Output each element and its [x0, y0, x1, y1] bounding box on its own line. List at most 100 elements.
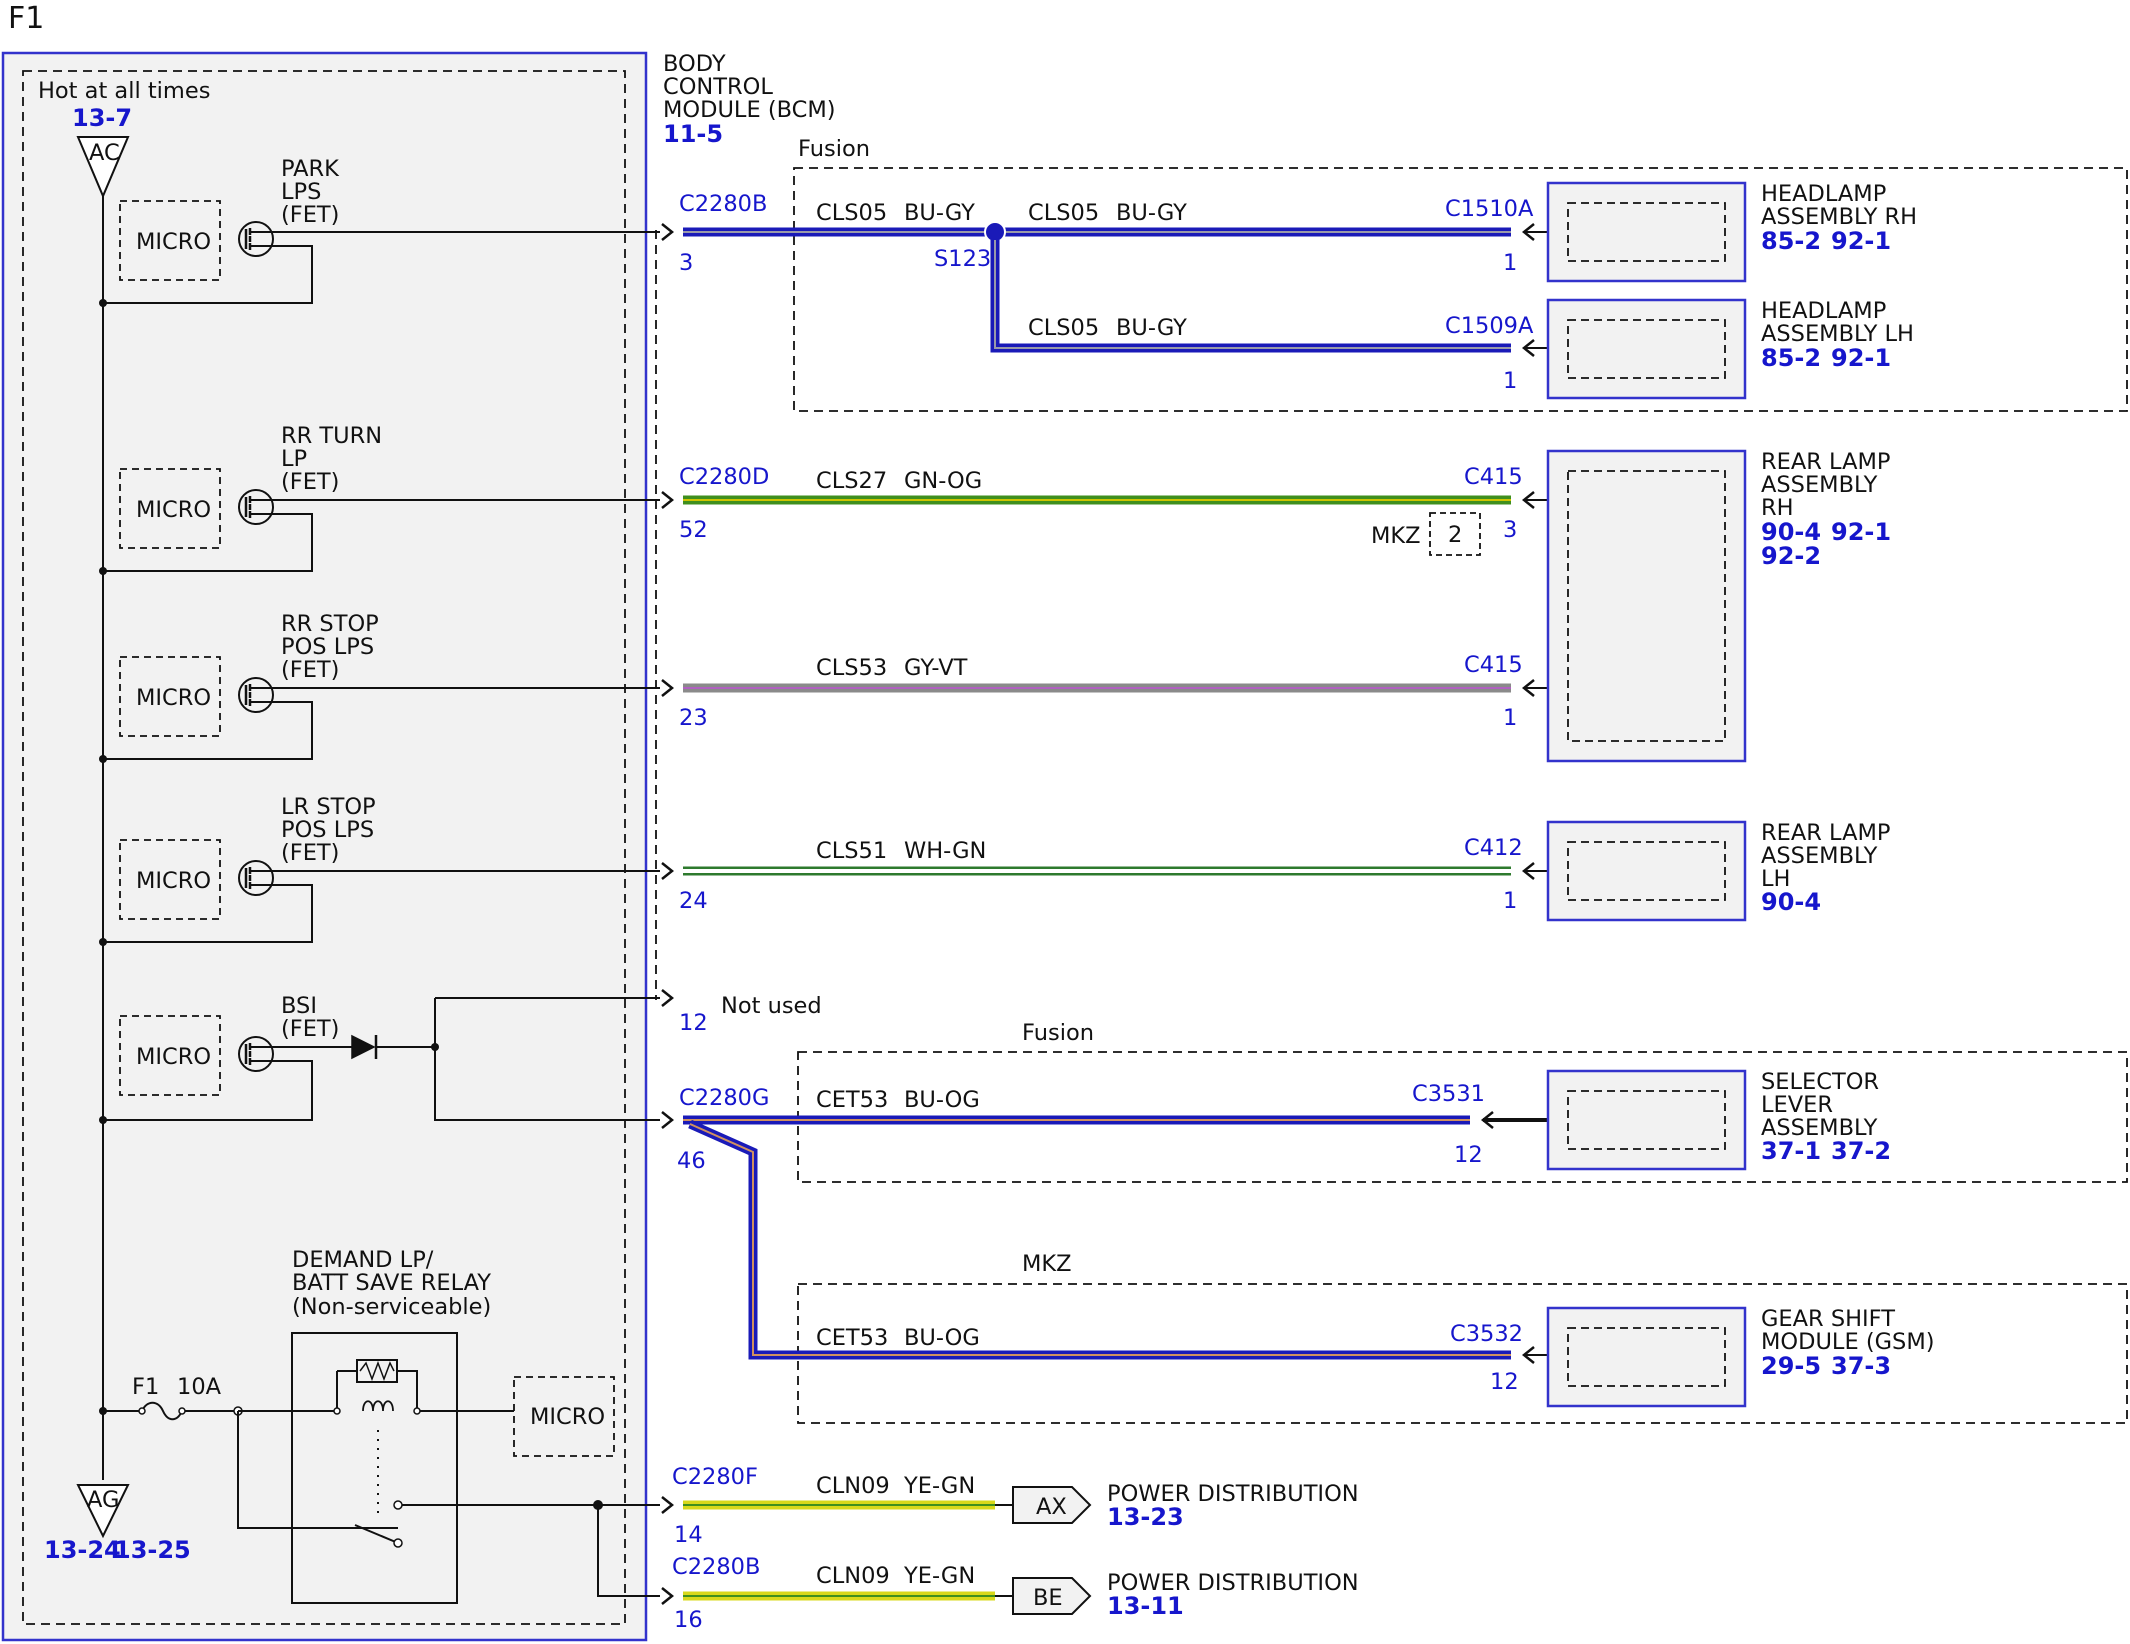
micro-box — [119, 468, 221, 549]
component-headlamp-rh: HEADLAMP ASSEMBLY RH 85-2 92-1 — [1546, 181, 1917, 283]
component-label-line1: HEADLAMP — [1761, 298, 1886, 324]
driver-rr-turn-lp: MICRO RR TURN LP (FET) — [99, 423, 660, 575]
driver-label-line3: (FET) — [281, 840, 339, 866]
ax-tag-label: AX — [1036, 1494, 1067, 1520]
driver-label-line2: LPS — [281, 179, 321, 205]
relay-node — [333, 1407, 341, 1415]
bcm-connector: C2280G — [679, 1085, 769, 1111]
component-label-line3: LH — [1761, 866, 1790, 892]
connector-arrow-in — [660, 1495, 674, 1515]
component-ref: 92-1 — [1831, 344, 1891, 372]
hot-at-all-times-label: Hot at all times — [38, 78, 210, 104]
bcm-pin: 14 — [674, 1522, 703, 1548]
component-label-line2: ASSEMBLY — [1761, 472, 1878, 498]
diode-junction — [431, 1043, 439, 1051]
circuit-label: CLS27 — [816, 468, 887, 494]
bcm-pin: 12 — [679, 1010, 708, 1036]
component-inner-box — [1567, 1090, 1726, 1150]
component-label-line1: HEADLAMP — [1761, 181, 1886, 207]
component-label-line1: SELECTOR — [1761, 1069, 1879, 1095]
bcm-connector: C2280F — [672, 1464, 758, 1490]
bcm-module-box — [1, 51, 648, 1642]
micro-label: MICRO — [136, 1044, 211, 1070]
connector-arrow-in — [660, 490, 674, 510]
micro-label: MICRO — [136, 497, 211, 523]
bcm-connector: C2280B — [679, 191, 767, 217]
wire-cls53: 23 CLS53 GY-VT C415 1 — [660, 652, 1568, 731]
hot-ref: 13-7 — [72, 104, 132, 132]
ac-symbol-label: AC — [89, 140, 120, 166]
wire-line — [688, 1119, 1511, 1360]
component-label-line1: GEAR SHIFT — [1761, 1306, 1895, 1332]
component-box — [1546, 449, 1747, 763]
component-box — [1546, 298, 1747, 400]
bus-junction — [99, 299, 107, 307]
bus-junction — [99, 938, 107, 946]
component-inner-box — [1567, 470, 1726, 742]
component-label-line1: REAR LAMP — [1761, 449, 1890, 475]
power-distribution-ref: 13-11 — [1107, 1592, 1184, 1620]
pin-not-used: 12 Not used — [660, 988, 822, 1036]
dest-connector: C1509A — [1445, 313, 1534, 339]
connector-arrow-in — [660, 222, 674, 242]
relay-label-line3: (Non-serviceable) — [292, 1294, 491, 1320]
component-selector-lever: SELECTOR LEVER ASSEMBLY 37-1 37-2 — [1546, 1069, 1891, 1171]
fusion-variant-box-1 — [793, 167, 2128, 412]
fuse-symbol — [103, 1401, 238, 1421]
wire-stripe — [689, 1123, 1511, 1356]
wire-color-label: BU-OG — [904, 1325, 980, 1351]
component-ref: 90-4 — [1761, 518, 1821, 546]
fuse-and-relay: F1 10A DEMAND LP/ BATT SAVE RELAY (Non-s… — [99, 1247, 660, 1604]
mkz-pin-box — [1429, 512, 1481, 556]
component-label-line2: MODULE (GSM) — [1761, 1329, 1935, 1355]
relay-contact-com — [393, 1538, 403, 1548]
fuse-terminal — [138, 1407, 146, 1415]
dest-connector: C412 — [1464, 835, 1523, 861]
component-box — [1546, 1306, 1747, 1408]
wire-color-label: BU-GY — [1116, 200, 1187, 226]
wire-color-label: BU-OG — [904, 1087, 980, 1113]
driver-label-line2: POS LPS — [281, 817, 374, 843]
wire-cln09-ax: AX C2280F 14 CLN09 YE-GN — [660, 1464, 1092, 1548]
wire-color-label: YE-GN — [903, 1563, 975, 1589]
bcm-pin: 23 — [679, 705, 708, 731]
connector-arrow-in — [660, 678, 674, 698]
wire-cls05-rh: C2280B 3 CLS05 BU-GY S123 CLS05 BU-GY C1… — [660, 191, 1568, 276]
power-distribution-ax: POWER DISTRIBUTION 13-23 — [1107, 1481, 1359, 1531]
relay-coil-resistor — [359, 1360, 395, 1382]
component-gear-shift-module: GEAR SHIFT MODULE (GSM) 29-5 37-3 — [1546, 1306, 1935, 1408]
dest-pin: 1 — [1503, 250, 1517, 276]
bcm-ref: 11-5 — [663, 120, 723, 148]
bus-junction — [99, 1116, 107, 1124]
driver-label-line1: RR TURN — [281, 423, 382, 449]
dest-pin: 1 — [1503, 705, 1517, 731]
component-ref: 92-2 — [1761, 542, 1821, 570]
relay-label-line1: DEMAND LP/ — [292, 1247, 434, 1273]
ag-symbol — [76, 1484, 130, 1539]
micro-box — [119, 1015, 221, 1096]
diode-symbol — [351, 1034, 376, 1060]
circuit-label: CET53 — [816, 1325, 888, 1351]
component-inner-box — [1567, 202, 1726, 262]
component-inner-box — [1567, 841, 1726, 901]
power-distribution-label: POWER DISTRIBUTION — [1107, 1570, 1359, 1596]
wire-color-label: GN-OG — [904, 468, 982, 494]
bcm-title-line3: MODULE (BCM) — [663, 97, 836, 123]
dest-pin: 1 — [1503, 888, 1517, 914]
wire-color-label: WH-GN — [904, 838, 986, 864]
driver-rr-stop-pos-lps: MICRO RR STOP POS LPS (FET) — [99, 611, 660, 763]
dest-connector: C1510A — [1445, 196, 1534, 222]
component-label-line2: ASSEMBLY RH — [1761, 204, 1917, 230]
be-tag — [1012, 1577, 1092, 1615]
driver-wiring — [103, 499, 660, 572]
driver-label-line1: LR STOP — [281, 794, 376, 820]
component-ref: 29-5 — [1761, 1352, 1821, 1380]
driver-wiring — [103, 687, 660, 760]
micro-box — [119, 839, 221, 920]
wire-cls51: 24 CLS51 WH-GN C412 1 — [660, 835, 1568, 914]
bcm-pin: 24 — [679, 888, 708, 914]
circuit-label: CLS05 — [1028, 315, 1099, 341]
component-ref: 92-1 — [1831, 227, 1891, 255]
dest-pin: 1 — [1503, 368, 1517, 394]
